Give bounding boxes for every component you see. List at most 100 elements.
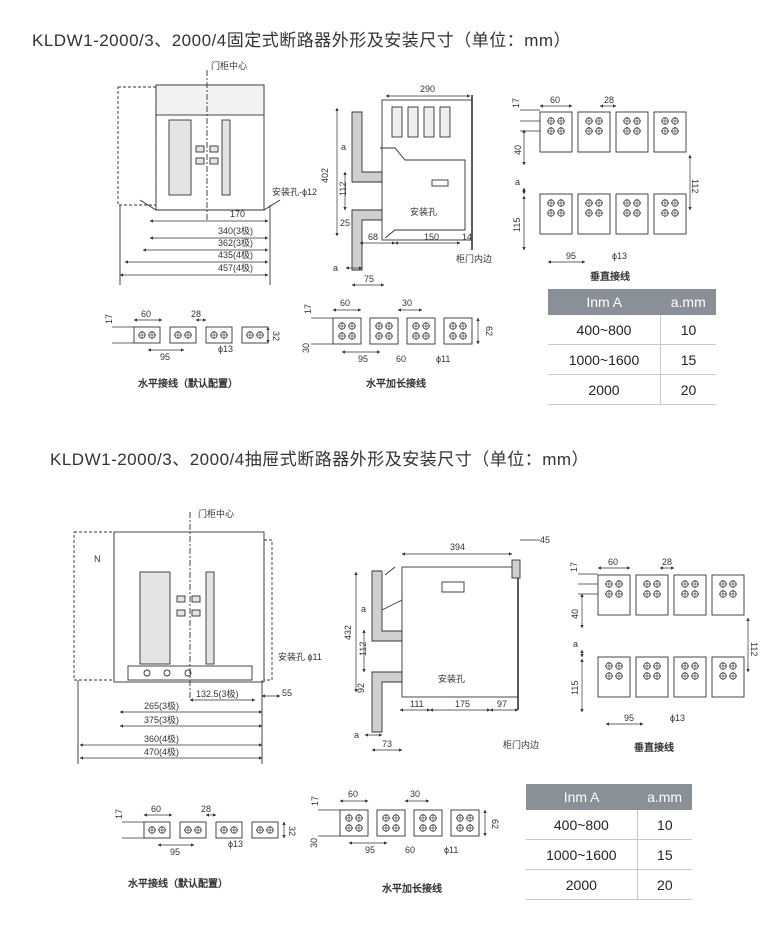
fixed-side-dim: 75 [364, 274, 374, 284]
drawout-front-center-label: 门柜中心 [198, 508, 234, 519]
fixed-front-dim: 340(3极) [218, 225, 253, 236]
fixed-front-dim: 457(4极) [218, 262, 253, 273]
fixed-side-dim: 150 [424, 232, 439, 242]
drawout-side-dim: 97 [497, 699, 507, 709]
drawout-spec-table: Inm A a.mm 400~800 10 1000~1600 15 2000 … [526, 784, 692, 900]
fixed-side-dim: 68 [368, 232, 378, 242]
fixed-side-dim: a [341, 142, 346, 152]
drawout-front-dim: 470(4极) [144, 746, 179, 757]
fixed-front-hole-label: 安装孔-ϕ12 [272, 186, 317, 197]
table-cell: 20 [637, 869, 692, 900]
drawout-front-dim: 132.5(3极) [196, 688, 239, 699]
fixed-horizontal-dim: 60 [141, 309, 151, 319]
fixed-front-dim: 170 [230, 209, 245, 219]
fixed-horizontal-caption: 水平接线（默认配置） [137, 377, 238, 390]
drawout-extended-connection [340, 810, 479, 836]
drawout-section-title: KLDW1-2000/3、2000/4抽屉式断路器外形及安装尺寸（单位：mm） [50, 450, 590, 469]
drawout-vertical-dim: 60 [608, 557, 618, 567]
fixed-vertical-dim: 112 [690, 179, 700, 193]
fixed-extended-dim: 62 [484, 326, 494, 336]
table-header-row: Inm A a.mm [548, 289, 716, 315]
table-header-cell: Inm A [526, 784, 638, 810]
fixed-horizontal-connection [134, 327, 268, 343]
drawout-extended-dim: 95 [365, 845, 375, 855]
drawout-horizontal-dim: ϕ13 [228, 839, 243, 849]
drawout-side-dim: 112 [358, 642, 368, 656]
drawout-side-dim: 92 [356, 683, 366, 693]
table-row: 2000 20 [526, 869, 692, 900]
fixed-horizontal-dim: 32 [271, 331, 281, 341]
fixed-vertical-dim: 17 [511, 98, 521, 108]
fixed-extended-dim: 30 [402, 298, 412, 308]
fixed-vertical-caption: 垂直接线 [590, 270, 630, 283]
fixed-extended-dim: 95 [358, 354, 368, 364]
table-cell: 15 [660, 344, 716, 375]
table-header-cell: a.mm [660, 289, 716, 315]
table-row: 1000~1600 15 [548, 344, 716, 375]
fixed-front-view [117, 70, 281, 285]
table-cell: 400~800 [526, 810, 638, 840]
table-row: 1000~1600 15 [526, 839, 692, 870]
fixed-extended-dim: 17 [303, 304, 313, 314]
drawout-side-dim: 175 [455, 699, 470, 709]
table-header-cell: Inm A [548, 289, 661, 315]
fixed-extended-dim: 60 [396, 354, 406, 364]
fixed-extended-connection [333, 318, 472, 344]
fixed-side-dim: 402 [320, 168, 330, 183]
drawout-horizontal-dim: 32 [287, 826, 297, 836]
drawout-vertical-dim: 17 [569, 562, 579, 572]
drawout-vertical-dim: 95 [624, 713, 634, 723]
drawout-vertical-dim: ϕ13 [670, 713, 685, 723]
table-cell: 20 [660, 374, 716, 405]
table-row: 400~800 10 [548, 315, 716, 345]
drawout-vertical-dim: 40 [570, 609, 580, 619]
table-header-row: Inm A a.mm [526, 784, 692, 810]
fixed-extended-dim: ϕ11 [436, 354, 450, 364]
drawout-vertical-dim: 112 [749, 642, 759, 656]
table-cell: 1000~1600 [526, 839, 638, 870]
drawout-horizontal-dim: 95 [170, 847, 180, 857]
drawout-extended-dim: 30 [410, 789, 420, 799]
drawout-side-view [371, 559, 521, 733]
drawout-side-dim: 45 [540, 535, 550, 545]
fixed-side-hole-label: 安装孔 [410, 206, 437, 217]
drawout-front-view [73, 512, 273, 764]
drawout-front-dim: 55 [282, 688, 292, 698]
fixed-side-dim: 112 [338, 182, 348, 196]
drawout-extended-dim: 62 [490, 819, 500, 829]
drawout-vertical-dim: a [573, 639, 578, 649]
fixed-horizontal-dim: 95 [160, 352, 170, 362]
drawout-side-dim: a [354, 730, 359, 740]
table-row: 400~800 10 [526, 810, 692, 840]
fixed-side-view [351, 95, 473, 271]
drawout-horizontal-dim: 28 [201, 804, 211, 814]
fixed-front-dim: 435(4极) [218, 249, 253, 260]
fixed-extended-dim: 30 [301, 343, 311, 353]
fixed-side-dim: 25 [340, 218, 350, 228]
table-cell: 2000 [526, 869, 638, 900]
drawout-vertical-dim: 115 [570, 681, 580, 695]
fixed-horizontal-dim: 17 [104, 314, 114, 324]
drawout-side-dim: 432 [343, 625, 353, 640]
drawout-front-dim: 265(3极) [144, 700, 179, 711]
drawout-side-door-label: 柜门内边 [503, 739, 539, 750]
fixed-vertical-dim: 115 [512, 218, 522, 232]
drawout-front-dim: 375(3极) [144, 714, 179, 725]
table-header-cell: a.mm [637, 784, 692, 810]
drawout-side-dim: 73 [382, 739, 392, 749]
drawout-horizontal-dim: 60 [151, 804, 161, 814]
drawout-horizontal-caption: 水平接线（默认配置） [127, 877, 228, 890]
fixed-section-title: KLDW1-2000/3、2000/4固定式断路器外形及安装尺寸（单位：mm） [32, 31, 572, 50]
fixed-front-center-label: 门柜中心 [211, 60, 247, 71]
table-cell: 10 [660, 315, 716, 345]
drawout-side-dim: a [361, 604, 366, 614]
drawout-front-n-label: N [94, 554, 101, 564]
fixed-vertical-dim: 60 [550, 95, 560, 105]
drawout-vertical-connection [598, 575, 744, 697]
table-cell: 15 [637, 839, 692, 870]
drawout-vertical-caption: 垂直接线 [634, 741, 674, 754]
fixed-vertical-dim: a [515, 177, 520, 187]
table-cell: 2000 [548, 374, 661, 405]
fixed-horizontal-dim: ϕ13 [218, 344, 233, 354]
